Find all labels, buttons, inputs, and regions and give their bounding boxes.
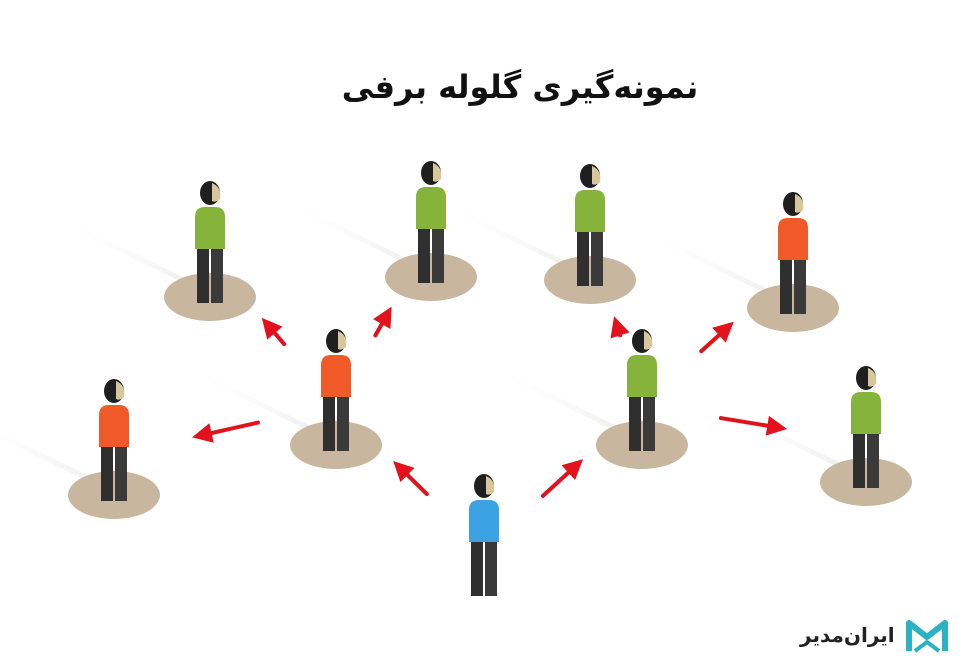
person-wave2-upper-right-b: [747, 192, 839, 332]
left-leg: [323, 397, 335, 451]
m-logo-icon: [905, 620, 948, 653]
standing-base: [747, 284, 839, 332]
shirt: [195, 207, 225, 249]
people-layer: [68, 161, 912, 596]
face: [592, 166, 601, 185]
shirt: [469, 500, 499, 542]
recruitment-arrow: [540, 459, 584, 498]
right-leg: [432, 229, 444, 283]
face: [338, 331, 347, 350]
face: [795, 194, 804, 213]
person-source: [469, 474, 499, 596]
figure-shadow: [186, 371, 346, 443]
right-leg: [115, 447, 127, 501]
face: [486, 476, 495, 495]
figure-shadow: [716, 408, 876, 480]
right-leg: [485, 542, 497, 596]
left-leg: [197, 249, 209, 303]
face: [644, 331, 653, 350]
recruitment-arrow: [192, 420, 260, 443]
shirt: [627, 355, 657, 397]
brand-logo: ایران‌مدیر: [800, 612, 949, 658]
right-leg: [337, 397, 349, 451]
logo-text: ایران‌مدیر: [800, 623, 895, 647]
left-leg: [101, 447, 113, 501]
standing-base: [290, 421, 382, 469]
person-wave2-far-left: [68, 379, 160, 519]
shirt: [851, 392, 881, 434]
left-leg: [418, 229, 430, 283]
shirt: [575, 190, 605, 232]
diagram-title: نمونه‌گیری گلوله برفی: [341, 68, 699, 106]
right-leg: [591, 232, 603, 286]
face: [433, 163, 442, 182]
recruitment-arrow: [699, 321, 734, 354]
shirt: [778, 218, 808, 260]
left-leg: [577, 232, 589, 286]
figure-shadow: [440, 206, 600, 278]
standing-base: [544, 256, 636, 304]
arrow-layer: [192, 306, 788, 498]
standing-base: [385, 253, 477, 301]
right-leg: [794, 260, 806, 314]
right-leg: [867, 434, 879, 488]
recruitment-arrow: [718, 415, 788, 436]
shirt: [321, 355, 351, 397]
recruitment-arrow: [261, 317, 287, 347]
recruitment-arrow: [610, 316, 630, 339]
left-leg: [853, 434, 865, 488]
person-wave1-right: [596, 329, 688, 469]
figure-shadow: [643, 234, 803, 306]
right-leg: [211, 249, 223, 303]
person-wave2-upper-right-a: [544, 164, 636, 304]
face: [212, 183, 221, 202]
person-wave2-upper-left-a: [164, 181, 256, 321]
face: [868, 368, 877, 387]
left-leg: [471, 542, 483, 596]
standing-base: [164, 273, 256, 321]
right-leg: [643, 397, 655, 451]
standing-base: [820, 458, 912, 506]
face: [116, 381, 125, 400]
figure-shadow: [492, 371, 652, 443]
person-wave2-far-right: [820, 366, 912, 506]
left-leg: [629, 397, 641, 451]
figure-shadow: [60, 223, 220, 295]
recruitment-arrow: [393, 460, 429, 497]
standing-base: [596, 421, 688, 469]
person-wave2-upper-left-b: [385, 161, 477, 301]
shirt: [99, 405, 129, 447]
recruitment-arrow: [373, 306, 392, 338]
standing-base: [68, 471, 160, 519]
shirt: [416, 187, 446, 229]
person-wave1-left: [290, 329, 382, 469]
figure-shadow: [281, 203, 441, 275]
left-leg: [780, 260, 792, 314]
